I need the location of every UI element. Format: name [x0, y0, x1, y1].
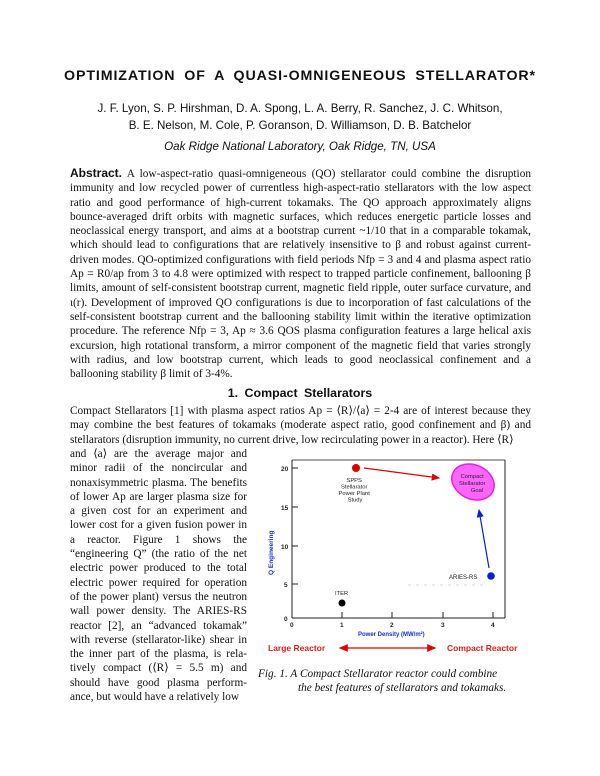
paper-title: OPTIMIZATION OF A QUASI-OMNIGENEOUS STEL… — [64, 68, 536, 84]
author-list: J. F. Lyon, S. P. Hirshman, D. A. Spong,… — [0, 100, 600, 134]
figure-caption: Fig. 1. A Compact Stellarator reactor co… — [258, 667, 538, 695]
aries-label: ARIES-RS — [449, 575, 477, 581]
y-axis: 20 15 10 5 0 Q Engineering — [268, 466, 298, 623]
x-tick-0: 0 — [290, 622, 294, 629]
goal-label-line-1: Compact — [461, 474, 485, 480]
y-tick-0: 0 — [284, 616, 288, 623]
iter-label: ITER — [335, 591, 348, 597]
section-column-text: and ⟨a⟩ are the average major and minor … — [70, 448, 247, 704]
abstract: Abstract. A low-aspect-ratio quasi-omnig… — [70, 166, 531, 381]
point-spps: SPPS Stellarator Power Plant Study — [339, 464, 372, 504]
caption-line-2: the best features of stellarators and to… — [298, 682, 507, 694]
svg-text:Compact Stellarator: Compact Stellarator Goal — [459, 474, 487, 494]
x-tick-2: 2 — [390, 622, 394, 629]
y-tick-20: 20 — [281, 466, 289, 473]
affiliation: Oak Ridge National Laboratory, Oak Ridge… — [164, 140, 436, 153]
x-tick-3: 3 — [441, 622, 445, 629]
y-axis-label: Q Engineering — [268, 531, 275, 575]
y-tick-5: 5 — [284, 582, 288, 589]
caption-line-1: Fig. 1. A Compact Stellarator reactor co… — [258, 668, 498, 680]
section-intro-paragraph: Compact Stellarators [1] with plasma asp… — [70, 405, 531, 446]
abstract-text: A low-aspect-ratio quasi-omnigeneous (QO… — [70, 168, 531, 381]
y-tick-15: 15 — [281, 505, 289, 512]
large-reactor-label: Large Reactor — [268, 643, 326, 653]
x-axis: 0 1 2 3 4 Power Density (MW/m²) — [290, 612, 495, 638]
section-heading: 1. Compact Stellarators — [227, 386, 373, 400]
spps-label-1: SPPS — [346, 478, 362, 484]
compact-stellarator-goal-region: Compact Stellarator Goal — [451, 463, 495, 501]
goal-label-line-3: Goal — [471, 488, 483, 494]
aries-to-goal-arrow — [476, 508, 490, 569]
authors-line-1: J. F. Lyon, S. P. Hirshman, D. A. Spong,… — [97, 102, 503, 115]
spps-label-4: Study — [348, 498, 363, 504]
reactor-size-scale: Large Reactor Compact Reactor — [268, 643, 518, 653]
compact-reactor-label: Compact Reactor — [447, 643, 518, 653]
point-aries-rs: ARIES-RS — [408, 572, 495, 586]
spps-label-2: Stellarator — [341, 485, 367, 491]
spps-to-goal-arrow — [363, 467, 441, 481]
goal-label-line-2: Stellarator — [459, 481, 485, 487]
x-axis-label: Power Density (MW/m²) — [358, 631, 425, 638]
y-tick-10: 10 — [281, 544, 289, 551]
x-tick-4: 4 — [491, 622, 495, 629]
authors-line-2: B. E. Nelson, M. Cole, P. Goranson, D. W… — [128, 119, 472, 132]
point-iter: ITER — [335, 591, 348, 607]
svg-text:SPPS Stellarator: SPPS Stellarator Power Plant Study — [339, 478, 372, 504]
spps-label-3: Power Plant — [339, 491, 371, 497]
plot-frame — [291, 459, 506, 619]
figure-1-chart: 20 15 10 5 0 Q Engineering 0 1 2 3 4 Pow… — [255, 455, 530, 655]
x-tick-1: 1 — [340, 622, 344, 629]
abstract-lead: Abstract. — [70, 166, 123, 180]
